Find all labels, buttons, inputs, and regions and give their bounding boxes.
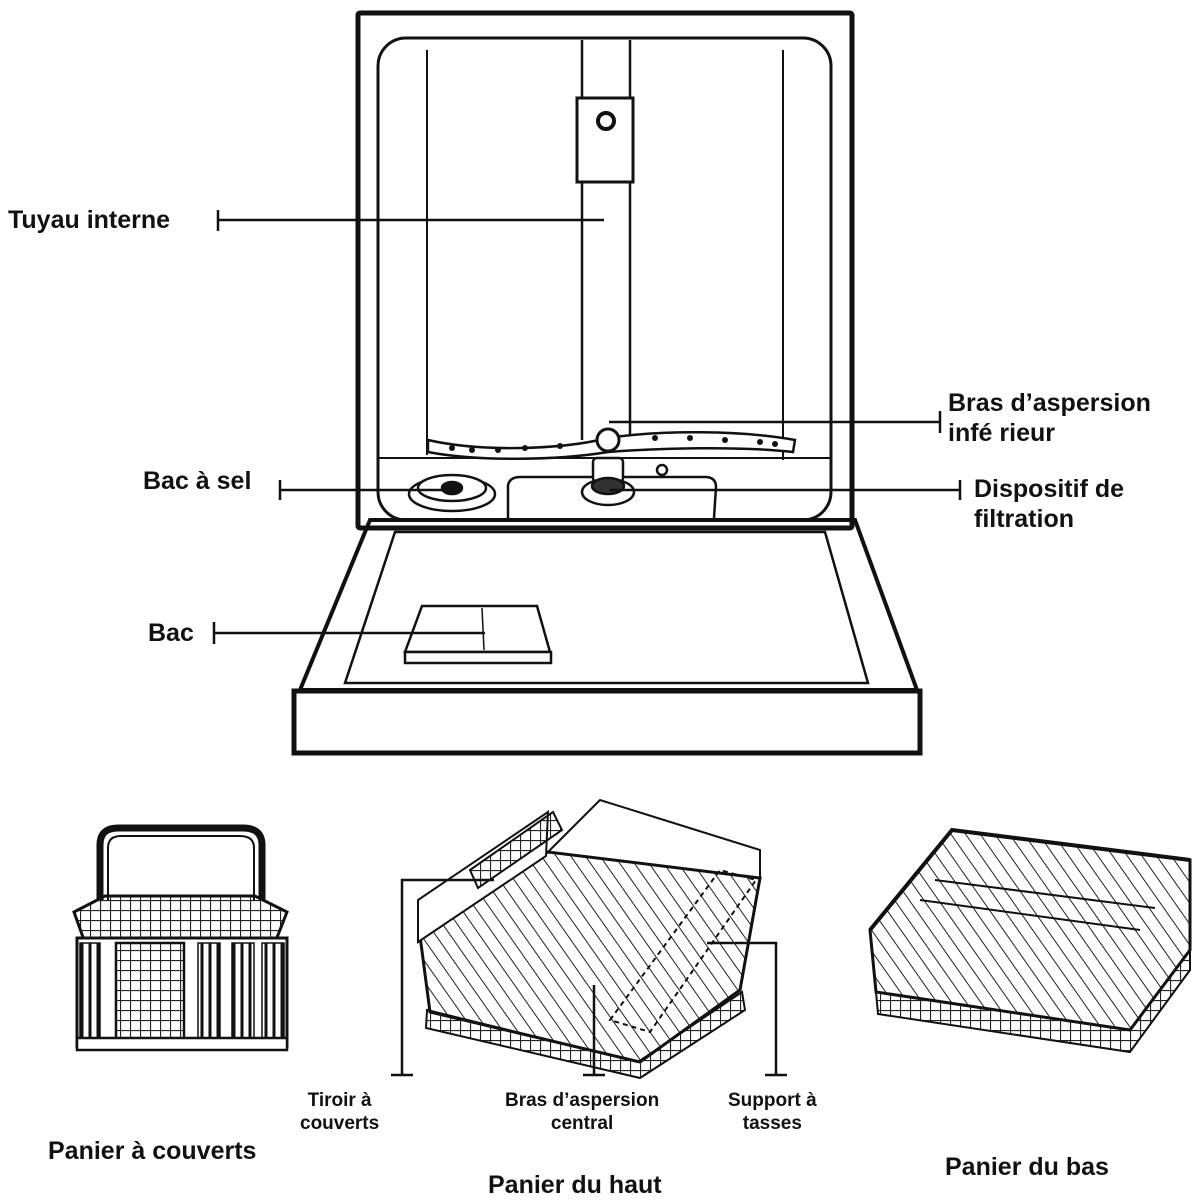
label-salt-container: Bac à sel xyxy=(143,467,252,495)
label-upper-basket: Panier du haut xyxy=(488,1171,662,1199)
salt-container xyxy=(407,473,497,513)
label-central-spray-arm-line1: Bras d’aspersion xyxy=(505,1090,660,1111)
open-door xyxy=(291,518,923,756)
cutlery-basket xyxy=(72,824,289,1052)
label-filter-line2: filtration xyxy=(974,505,1074,533)
label-filter-assembly: Dispositif de filtration xyxy=(974,474,1124,534)
label-central-spray-arm-line2: central xyxy=(550,1112,614,1134)
internal-pipe xyxy=(575,40,635,440)
label-central-spray-arm: Bras d’aspersion central xyxy=(505,1090,659,1136)
leader-lines-bottom xyxy=(391,878,787,1077)
label-cup-rack-line2: tasses xyxy=(742,1112,802,1134)
upper-basket xyxy=(417,798,762,1080)
lower-basket xyxy=(868,827,1192,1054)
label-lower-spray-arm-line2: infé rieur xyxy=(948,419,1055,447)
label-internal-pipe: Tuyau interne xyxy=(8,206,171,234)
label-lower-spray-arm-line1: Bras d’aspersion xyxy=(948,389,1151,417)
lower-spray-arm xyxy=(426,427,797,460)
label-cup-rack: Support à tasses xyxy=(728,1090,817,1136)
label-cutlery-drawer-line2: couverts xyxy=(300,1112,380,1134)
filter-assembly xyxy=(506,456,718,519)
label-cutlery-basket: Panier à couverts xyxy=(48,1137,257,1165)
label-filter-line1: Dispositif de xyxy=(974,475,1125,503)
label-cutlery-drawer: Tiroir à couverts xyxy=(300,1090,379,1136)
label-lower-spray-arm: Bras d’aspersion infé rieur xyxy=(948,388,1151,448)
label-dispenser: Bac xyxy=(148,619,194,647)
label-cup-rack-line1: Support à xyxy=(728,1090,817,1111)
label-cutlery-drawer-line1: Tiroir à xyxy=(307,1090,372,1111)
leader-lines-top xyxy=(212,210,962,644)
label-lower-basket: Panier du bas xyxy=(945,1153,1109,1181)
detergent-dispenser xyxy=(403,604,553,665)
